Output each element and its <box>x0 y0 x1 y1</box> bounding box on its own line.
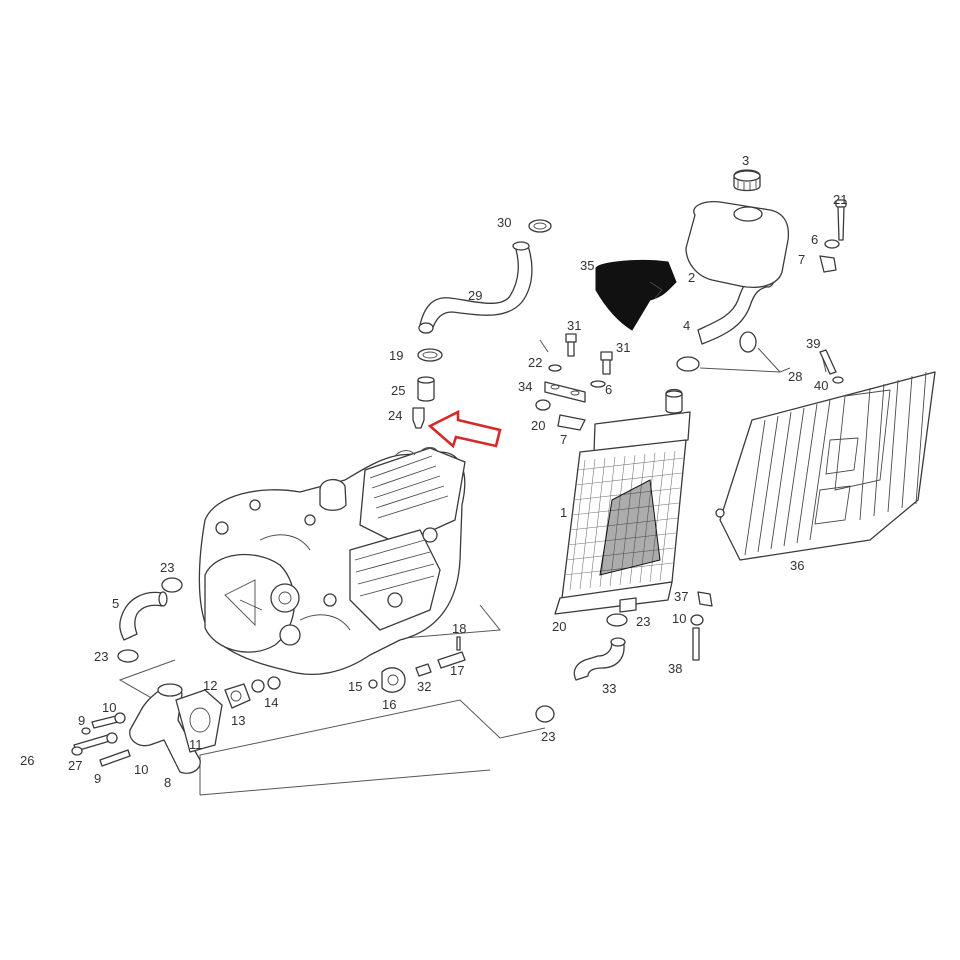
pump-drive-parts <box>368 636 466 693</box>
callout-39: 39 <box>806 336 820 351</box>
callout-23: 23 <box>94 649 108 664</box>
callout-34: 34 <box>518 379 532 394</box>
callout-5: 5 <box>112 596 119 611</box>
engine-assembly <box>198 447 466 676</box>
callout-18: 18 <box>452 621 466 636</box>
callout-7: 7 <box>560 432 567 447</box>
radiator <box>554 388 691 615</box>
callout-31: 31 <box>616 340 630 355</box>
callout-15: 15 <box>348 679 362 694</box>
highlight-arrow <box>427 409 502 449</box>
callout-6: 6 <box>811 232 818 247</box>
callout-32: 32 <box>417 679 431 694</box>
callout-11: 11 <box>189 737 203 752</box>
callout-40: 40 <box>814 378 828 393</box>
callout-28: 28 <box>788 369 802 384</box>
callout-21: 21 <box>833 192 847 207</box>
callout-labels: 3 21 30 6 7 35 2 29 31 31 4 39 19 22 28 … <box>20 153 847 790</box>
callout-8: 8 <box>164 775 171 790</box>
hoses-and-clamps <box>117 219 775 723</box>
callout-27: 27 <box>68 758 82 773</box>
callout-3: 3 <box>742 153 749 168</box>
callout-22: 22 <box>528 355 542 370</box>
callout-2: 2 <box>688 270 695 285</box>
callout-23: 23 <box>541 729 555 744</box>
callout-19: 19 <box>389 348 403 363</box>
heat-shield-35 <box>595 259 677 331</box>
callout-24: 24 <box>388 408 402 423</box>
callout-37: 37 <box>674 589 688 604</box>
callout-36: 36 <box>790 558 804 573</box>
callout-30: 30 <box>497 215 511 230</box>
callout-23: 23 <box>636 614 650 629</box>
callout-33: 33 <box>602 681 616 696</box>
callout-13: 13 <box>231 713 245 728</box>
callout-29: 29 <box>468 288 482 303</box>
callout-9: 9 <box>78 713 85 728</box>
callout-6: 6 <box>605 382 612 397</box>
callout-14: 14 <box>264 695 278 710</box>
radiator-guard <box>715 371 936 561</box>
callout-31: 31 <box>567 318 581 333</box>
callout-16: 16 <box>382 697 396 712</box>
callout-20: 20 <box>531 418 545 433</box>
leader-lines <box>118 339 827 796</box>
callout-9: 9 <box>94 771 101 786</box>
callout-35: 35 <box>580 258 594 273</box>
callout-20: 20 <box>552 619 566 634</box>
callout-10: 10 <box>672 611 686 626</box>
callout-12: 12 <box>203 678 217 693</box>
callout-38: 38 <box>668 661 682 676</box>
callout-25: 25 <box>391 383 405 398</box>
callout-17: 17 <box>450 663 464 678</box>
callout-7: 7 <box>798 252 805 267</box>
callout-4: 4 <box>683 318 690 333</box>
expansion-tank <box>685 169 847 288</box>
callout-10: 10 <box>102 700 116 715</box>
water-pump-assembly <box>71 676 281 774</box>
callout-1: 1 <box>560 505 567 520</box>
mounting-hardware <box>535 333 613 431</box>
callout-23: 23 <box>160 560 174 575</box>
callout-10: 10 <box>134 762 148 777</box>
callout-26: 26 <box>20 753 34 768</box>
right-hardware <box>690 349 844 661</box>
